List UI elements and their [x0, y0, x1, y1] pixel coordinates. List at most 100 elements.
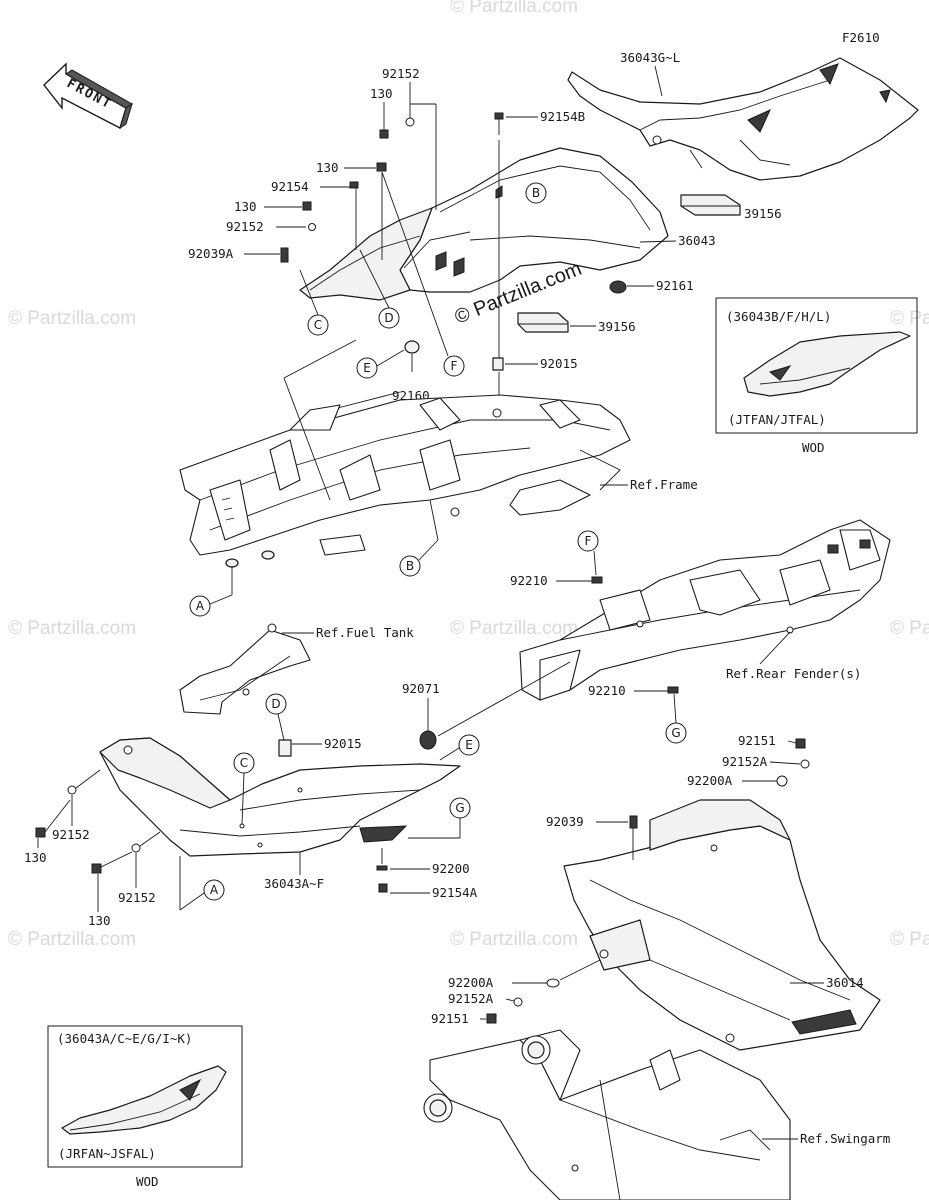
callout-circle — [458, 734, 480, 756]
bolt-icon — [376, 162, 387, 172]
washer-icon — [131, 843, 141, 853]
reference-label: Ref.Frame — [630, 477, 698, 492]
part-label: 92152 — [226, 219, 264, 234]
part-label: 92154 — [271, 179, 309, 194]
callout-letter: B — [406, 559, 414, 573]
callout-circle — [443, 355, 465, 377]
figure-code: F2610 — [842, 30, 880, 45]
callout-letter: F — [451, 359, 458, 373]
inset-variants: (JTFAN/JTFAL) — [728, 412, 826, 427]
watermark-text: © Partzilla.com — [890, 618, 929, 639]
callout-circle — [203, 879, 225, 901]
part-label: 36043A~F — [264, 876, 324, 891]
part-label: 92151 — [431, 1011, 469, 1026]
part-label: 130 — [316, 160, 339, 175]
watermark-text: © Partzilla.com — [450, 929, 578, 950]
callout-letter: D — [384, 311, 393, 325]
callout-letter: G — [455, 801, 464, 815]
inset-variant-left: (36043A/C~E/G/I~K) (JRFAN~JSFAL) WOD — [47, 1025, 243, 1189]
callout-circle — [525, 182, 547, 204]
callout-circle — [189, 595, 211, 617]
part-label: 92200A — [448, 975, 494, 990]
part-label: 92152 — [382, 66, 420, 81]
part-label: 92071 — [402, 681, 440, 696]
callout-letter: D — [271, 697, 280, 711]
part-label: 39156 — [744, 206, 782, 221]
watermark-text: © Partzilla.com — [450, 618, 578, 639]
part-label: 92210 — [588, 683, 626, 698]
inset-variants: (JRFAN~JSFAL) — [58, 1146, 156, 1161]
part-label: 36043 — [678, 233, 716, 248]
rivet-icon — [280, 247, 289, 263]
reference-label: Ref.Fuel Tank — [316, 625, 414, 640]
bolt-icon — [494, 112, 504, 120]
washer-icon — [404, 340, 420, 354]
inset-variant-right: (36043B/F/H/L) (JTFAN/JTFAL) WOD — [715, 297, 918, 455]
fuel-tank-bracket-reference — [179, 623, 311, 715]
part-label: 36043G~L — [620, 50, 680, 65]
part-label: 130 — [24, 850, 47, 865]
part-label: 92039A — [188, 246, 234, 261]
part-label: 92152 — [52, 827, 90, 842]
grommet-icon — [609, 280, 627, 294]
washer-icon — [546, 978, 560, 988]
front-arrow-icon: FRONT — [43, 62, 133, 130]
callout-letter: C — [240, 756, 248, 770]
bolt-icon — [378, 883, 388, 893]
part-label: 92200 — [432, 861, 470, 876]
inset-note: WOD — [802, 440, 825, 455]
bolt-icon — [91, 863, 102, 874]
grommet-icon — [419, 730, 437, 750]
callout-letter: E — [363, 361, 371, 375]
bolt-icon — [379, 129, 389, 139]
callout-circle — [356, 357, 378, 379]
reference-label: Ref.Swingarm — [800, 1131, 890, 1146]
callout-letter: B — [532, 186, 540, 200]
part-label: 92152 — [118, 890, 156, 905]
watermark-text: © Partzilla.com — [8, 929, 136, 950]
washer-icon — [308, 223, 316, 231]
washer-icon — [405, 117, 415, 127]
part-label: 92015 — [324, 736, 362, 751]
bolt-icon — [795, 738, 806, 749]
washer-icon — [376, 865, 388, 871]
clip-icon — [667, 686, 679, 694]
callout-circle — [577, 530, 599, 552]
pad-part — [517, 312, 569, 333]
watermark-text: © Partzilla.com — [8, 308, 136, 329]
callout-circle — [265, 693, 287, 715]
rivet-icon — [629, 815, 638, 829]
bolt-icon — [486, 1013, 497, 1024]
part-label: 92152A — [722, 754, 768, 769]
callout-letter: G — [671, 726, 680, 740]
part-label: 92154B — [540, 109, 585, 124]
callout-letter: A — [210, 883, 219, 897]
washer-icon — [513, 997, 523, 1007]
pad-part — [680, 194, 741, 216]
side-cover-part — [99, 737, 461, 857]
part-label: 92039 — [546, 814, 584, 829]
tail-cowl-upper-part — [567, 57, 919, 181]
clip-icon — [591, 576, 603, 584]
washer-icon — [67, 785, 77, 795]
chain-guard-part — [563, 799, 881, 1051]
callout-circle — [399, 555, 421, 577]
part-label: 36014 — [826, 975, 864, 990]
part-label: 130 — [88, 913, 111, 928]
inset-models: (36043A/C~E/G/I~K) — [57, 1031, 192, 1046]
bolt-icon — [35, 827, 46, 838]
part-label: 92151 — [738, 733, 776, 748]
washer-icon — [800, 759, 810, 769]
collar-icon — [278, 739, 292, 757]
rear-fender-reference — [519, 519, 891, 701]
bolt-icon — [302, 201, 312, 211]
seat-cowl-part — [299, 147, 669, 301]
part-label: 130 — [370, 86, 393, 101]
frame-reference — [179, 391, 631, 568]
part-label: 92200A — [687, 773, 733, 788]
part-label: 130 — [234, 199, 257, 214]
bolt-icon — [349, 181, 359, 189]
part-label: 92015 — [540, 356, 578, 371]
part-label: 92161 — [656, 278, 694, 293]
